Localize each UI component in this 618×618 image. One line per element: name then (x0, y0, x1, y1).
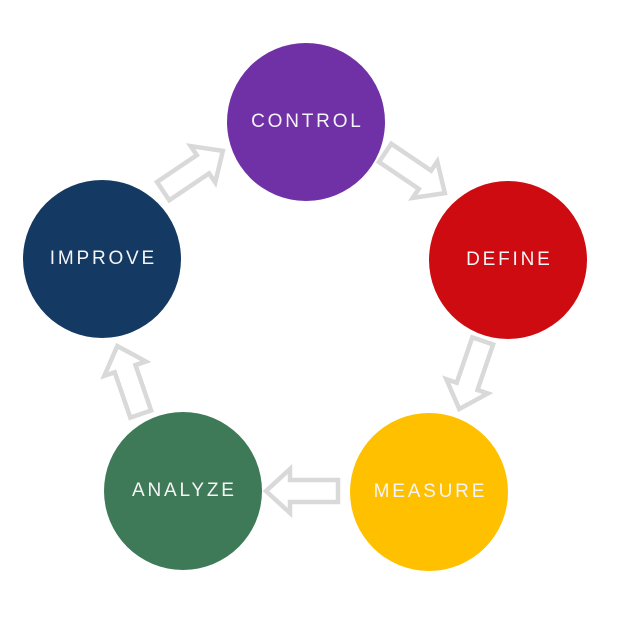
arrow-define-to-measure-icon (442, 334, 496, 413)
arrow-control-to-define-icon (375, 140, 448, 201)
node-control-label: CONTROL (251, 111, 364, 132)
node-control: CONTROL (227, 43, 385, 201)
node-improve: IMPROVE (23, 180, 181, 338)
arrow-improve-to-control-icon (153, 143, 226, 204)
arrow-analyze-to-improve-icon (100, 342, 154, 421)
node-measure: MEASURE (350, 413, 508, 571)
node-improve-label: IMPROVE (49, 248, 158, 269)
node-measure-label: MEASURE (373, 481, 488, 502)
node-define-label: DEFINE (466, 249, 553, 270)
node-define: DEFINE (429, 181, 587, 339)
node-analyze-label: ANALYZE (132, 480, 237, 501)
arrow-measure-to-analyze-icon (262, 463, 341, 519)
node-analyze: ANALYZE (104, 412, 262, 570)
